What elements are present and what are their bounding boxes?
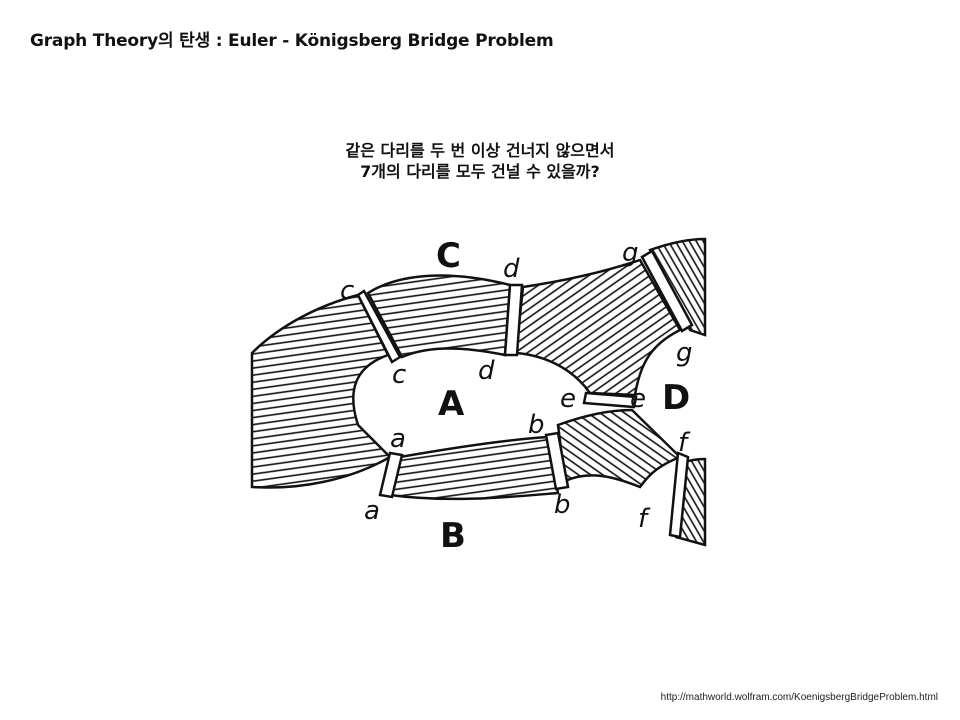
- question-line-1: 같은 다리를 두 번 이상 건너지 않으면서: [345, 141, 615, 160]
- bridge-label-e-right: e: [630, 384, 646, 414]
- bridge-label-g-top: g: [622, 238, 639, 268]
- bridge-label-b-bottom: b: [554, 490, 571, 520]
- bridge-b: [544, 431, 570, 491]
- bridge-label-e-left: e: [560, 384, 576, 414]
- bridge-a: [378, 451, 404, 499]
- bridge-label-a-bottom: a: [364, 496, 380, 526]
- question: 같은 다리를 두 번 이상 건너지 않으면서 7개의 다리를 모두 건널 수 있…: [0, 140, 960, 182]
- bridge-label-f-top: f: [678, 428, 691, 458]
- bridge-label-c-bottom: c: [392, 360, 406, 390]
- river-northeast: [514, 258, 682, 397]
- question-line-2: 7개의 다리를 모두 건널 수 있을까?: [360, 162, 600, 181]
- bridge-f: [668, 451, 690, 539]
- region-label-D: D: [662, 378, 690, 418]
- region-label-B: B: [440, 516, 466, 550]
- slide-title: Graph Theory의 탄생 : Euler - Königsberg Br…: [30, 31, 554, 51]
- bridge-e: [582, 391, 638, 409]
- konigsberg-bridge-diagram: A B C D c c d d g g e e a a b b f f: [250, 236, 707, 550]
- river-west: [250, 293, 393, 489]
- bridge-label-f-bottom: f: [638, 504, 651, 534]
- bridge-label-a-top: a: [390, 424, 406, 454]
- region-label-C: C: [436, 236, 461, 276]
- bridge-label-d-bottom: d: [478, 356, 495, 386]
- river-southeast: [556, 408, 683, 489]
- bridge-label-g-bottom: g: [676, 338, 693, 368]
- bridge-g: [640, 249, 694, 333]
- bridge-label-d-top: d: [503, 254, 520, 284]
- region-label-A: A: [438, 384, 465, 424]
- river-east-top: [648, 237, 707, 337]
- source-url: http://mathworld.wolfram.com/Koenigsberg…: [660, 692, 938, 703]
- bridge-d: [503, 283, 524, 357]
- bridge-label-b-top: b: [528, 410, 545, 440]
- bridge-c: [356, 289, 402, 364]
- bridge-label-c-top: c: [340, 276, 354, 306]
- river-south: [388, 435, 560, 501]
